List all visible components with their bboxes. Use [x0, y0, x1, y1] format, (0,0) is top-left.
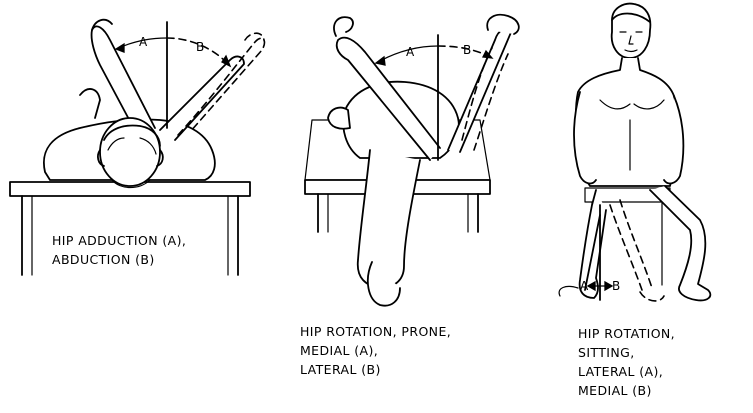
caption-rotation-sitting: HIP ROTATION, SITTING, LATERAL (A), MEDI… — [578, 326, 675, 398]
angle-label-a: A — [139, 35, 148, 49]
svg-text:SITTING,: SITTING, — [578, 345, 635, 360]
patient-figure — [44, 20, 265, 188]
panel-rotation-prone: A B HIP ROTATION, PRONE, MEDIAL (A), LAT… — [300, 15, 519, 377]
svg-text:MEDIAL (A),: MEDIAL (A), — [300, 343, 378, 358]
angle-label-b: B — [463, 43, 471, 57]
caption-adduction-abduction: HIP ADDUCTION (A), ABDUCTION (B) — [52, 233, 186, 267]
svg-text:LATERAL (A),: LATERAL (A), — [578, 364, 663, 379]
panel-rotation-sitting: A B HIP ROTATION, SITTING, LATERAL (A), … — [559, 4, 710, 398]
svg-text:MEDIAL (B): MEDIAL (B) — [578, 383, 652, 398]
angle-label-b: B — [196, 40, 204, 54]
seated-figure — [559, 4, 710, 301]
angle-label-a: A — [580, 279, 589, 293]
svg-text:HIP ROTATION,: HIP ROTATION, — [578, 326, 675, 341]
svg-text:HIP ROTATION, PRONE,: HIP ROTATION, PRONE, — [300, 324, 451, 339]
angle-label-b: B — [612, 279, 620, 293]
panel-adduction-abduction: A B HIP ADDUCTION (A), ABDUCTION (B) — [10, 20, 264, 275]
svg-text:ABDUCTION (B): ABDUCTION (B) — [52, 252, 155, 267]
caption-rotation-prone: HIP ROTATION, PRONE, MEDIAL (A), LATERAL… — [300, 324, 451, 377]
svg-text:LATERAL (B): LATERAL (B) — [300, 362, 381, 377]
angle-label-a: A — [406, 45, 415, 59]
svg-text:HIP ADDUCTION (A),: HIP ADDUCTION (A), — [52, 233, 186, 248]
